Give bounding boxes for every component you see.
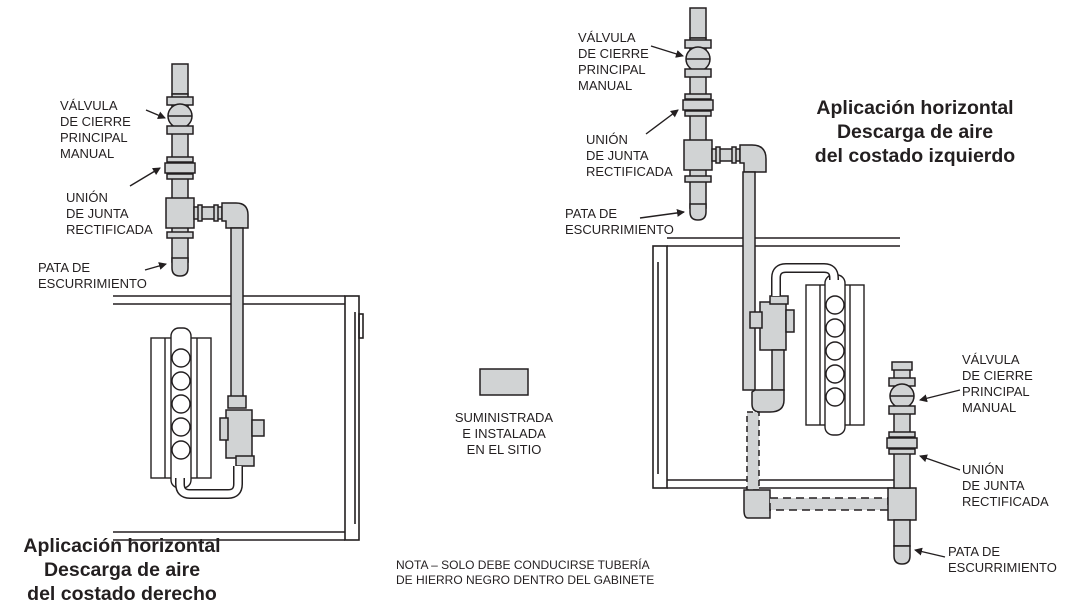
right-top-valve-label: VÁLVULA DE CIERRE PRINCIPAL MANUAL	[578, 30, 649, 93]
left-valve-label: VÁLVULA DE CIERRE PRINCIPAL MANUAL	[60, 98, 131, 161]
right-bottom-drip-leg-label: PATA DE ESCURRIMIENTO	[948, 544, 1057, 575]
left-gas-piping	[164, 63, 265, 499]
right-bottom-valve-label: VÁLVULA DE CIERRE PRINCIPAL MANUAL	[962, 352, 1033, 415]
right-furnace-cabinet	[652, 237, 900, 489]
right-bottom-union-label: UNIÓN DE JUNTA RECTIFICADA	[962, 462, 1049, 509]
left-view-title: Aplicación horizontal Descarga de aire d…	[23, 535, 221, 605]
right-view-title: Aplicación horizontal Descarga de aire d…	[814, 97, 1016, 167]
right-burner-assembly	[805, 274, 865, 436]
note-text: NOTA – SOLO DEBE CONDUCIRSE TUBERÍA DE H…	[396, 558, 655, 587]
left-callout-arrows	[129, 109, 167, 271]
left-furnace-cabinet	[113, 295, 364, 541]
legend-label: SUMINISTRADA E INSTALADA EN EL SITIO	[454, 410, 554, 457]
left-burner-assembly	[150, 327, 212, 489]
left-drip-leg-label: PATA DE ESCURRIMIENTO	[38, 260, 147, 291]
right-top-drip-leg-label: PATA DE ESCURRIMIENTO	[565, 206, 674, 237]
left-union-label: UNIÓN DE JUNTA RECTIFICADA	[66, 190, 153, 237]
right-top-union-label: UNIÓN DE JUNTA RECTIFICADA	[586, 132, 673, 179]
legend-swatch	[479, 368, 529, 396]
right-top-gas-piping	[682, 7, 839, 413]
right-bottom-gas-piping	[743, 361, 918, 565]
right-callout-arrows	[639, 45, 961, 558]
